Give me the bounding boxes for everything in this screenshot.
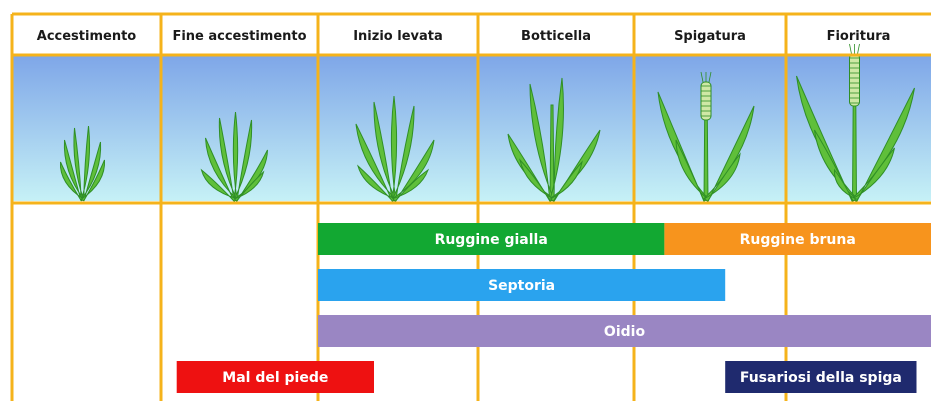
- disease-bar-fill: [725, 361, 917, 393]
- leaf-shape: [703, 152, 741, 202]
- disease-bar-fill: [318, 315, 931, 347]
- disease-bar-fill: [664, 223, 931, 255]
- disease-bar-label: Ruggine gialla: [435, 232, 548, 248]
- stage-label: Spigatura: [674, 29, 746, 44]
- leaf-shape: [851, 147, 895, 203]
- disease-bar-fill: [318, 223, 665, 255]
- stage-label: Inizio levata: [353, 29, 443, 44]
- stage-label: Botticella: [521, 29, 591, 44]
- stage-label: Fioritura: [827, 29, 891, 44]
- tillered-plant-icon: [200, 111, 268, 203]
- plant-illustrations: [59, 43, 915, 203]
- disease-bar: Oidio: [318, 315, 931, 347]
- leaf-shape: [233, 119, 253, 201]
- leaf-shape: [73, 127, 85, 201]
- awn-line: [857, 43, 860, 55]
- disease-bar-fill: [176, 361, 374, 393]
- leaf-shape: [833, 168, 858, 202]
- leaf-shape: [355, 123, 397, 202]
- leaf-shape: [373, 101, 397, 201]
- leaf-shape: [391, 168, 430, 203]
- leaf-shape: [218, 117, 238, 201]
- disease-bars: Ruggine gialla Ruggine brunaSeptoriaOidio…: [176, 223, 931, 393]
- disease-bar-label: Oidio: [604, 324, 646, 340]
- leaf-shape: [59, 161, 85, 202]
- disease-bar: Septoria: [318, 269, 726, 301]
- leaf-shape: [390, 95, 398, 201]
- awn-line: [849, 43, 852, 55]
- small-tiller-plant-icon: [59, 125, 106, 202]
- leaf-shape: [80, 141, 102, 202]
- leaf-shape: [675, 139, 709, 202]
- awn-line: [708, 71, 712, 83]
- disease-bar: Fusariosi della spiga: [725, 361, 917, 393]
- leaf-shape: [80, 159, 106, 202]
- stage-label: Accestimento: [37, 29, 137, 44]
- sky-panels: [12, 55, 931, 201]
- leaf-shape: [529, 83, 555, 201]
- disease-bar-label: Fusariosi della spiga: [740, 370, 902, 386]
- stem-elongation-plant-icon: [355, 95, 435, 203]
- awn-line: [700, 71, 704, 83]
- leaf-shape: [357, 164, 397, 203]
- stage-label: Fine accestimento: [172, 29, 306, 44]
- boot-stage-plant-icon: [507, 77, 601, 203]
- disease-bar-label: Mal del piede: [222, 370, 328, 386]
- disease-bar: Mal del piede: [176, 361, 374, 393]
- leaf-shape: [63, 139, 85, 202]
- leaf-shape: [80, 125, 91, 201]
- leaf-shape: [549, 77, 564, 201]
- leaf-shape: [549, 160, 583, 202]
- disease-bar: Ruggine gialla: [318, 223, 665, 255]
- disease-bar-fill: [318, 269, 726, 301]
- disease-bar-label: Septoria: [488, 278, 555, 294]
- leaf-shape: [205, 137, 238, 202]
- leaf-shape: [232, 111, 239, 201]
- disease-bar: Ruggine bruna: [664, 223, 931, 255]
- leaf-shape: [519, 158, 555, 202]
- heading-plant-icon: [657, 71, 755, 202]
- sky-background: [12, 55, 931, 201]
- leaf-shape: [233, 170, 265, 202]
- leaf-shape: [200, 168, 238, 203]
- flowering-plant-icon: [796, 43, 915, 203]
- disease-bar-label: Ruggine bruna: [740, 232, 856, 248]
- leaf-shape: [391, 105, 415, 201]
- stage-labels: Accestimento Fine accestimento Inizio leva…: [37, 29, 891, 44]
